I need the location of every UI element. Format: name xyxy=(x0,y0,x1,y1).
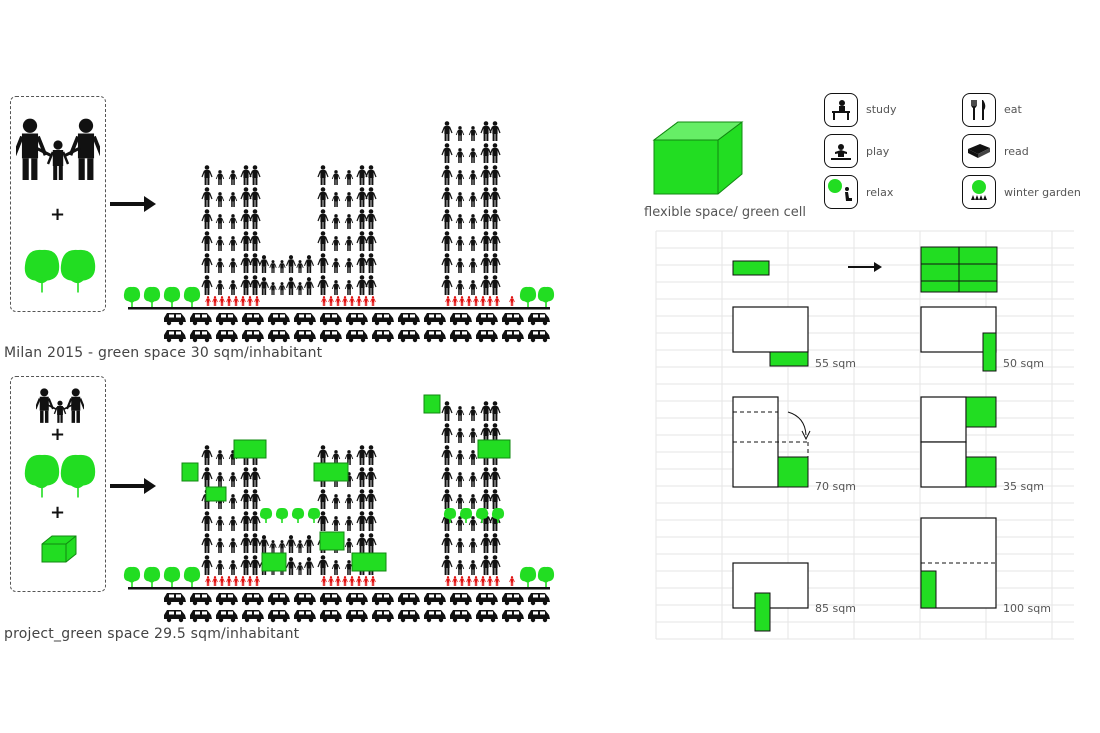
activity-label-eat: eat xyxy=(1004,103,1022,116)
configurations-panel xyxy=(655,230,1074,640)
legend-box-top xyxy=(10,96,106,312)
activity-label-study: study xyxy=(866,103,897,116)
config-area-label: 55 sqm xyxy=(815,357,856,370)
family-icon-small xyxy=(36,388,84,423)
fork-knife-icon xyxy=(962,93,996,127)
config-area-label: 100 sqm xyxy=(1003,602,1051,615)
family-icon-large xyxy=(16,118,100,180)
legend-box-bottom xyxy=(10,376,106,592)
activity-label-winter-garden: winter garden xyxy=(1004,186,1081,199)
city-diagram-bottom xyxy=(123,394,555,623)
config-area-label: 50 sqm xyxy=(1003,357,1044,370)
relax-tree-icon xyxy=(824,175,858,209)
trees-icon xyxy=(24,454,96,498)
plus-sign: + xyxy=(50,502,66,523)
winter-garden-icon xyxy=(962,175,996,209)
config-area-label: 35 sqm xyxy=(1003,480,1044,493)
activity-label-relax: relax xyxy=(866,186,894,199)
trees-icon xyxy=(24,249,96,293)
green-cell-icon-small xyxy=(41,535,77,563)
study-desk-icon xyxy=(824,93,858,127)
activity-label-read: read xyxy=(1004,145,1029,158)
arrow-right-icon xyxy=(110,196,156,212)
config-area-label: 85 sqm xyxy=(815,602,856,615)
activity-label-play: play xyxy=(866,145,890,158)
flexible-space-label: flexible space/ green cell xyxy=(644,205,806,220)
city-diagram-top xyxy=(123,121,555,343)
green-cell-3d-icon xyxy=(652,121,744,195)
plus-sign: + xyxy=(50,204,66,225)
caption-bottom: project_green space 29.5 sqm/inhabitant xyxy=(4,626,300,642)
config-area-label: 70 sqm xyxy=(815,480,856,493)
play-child-icon xyxy=(824,134,858,168)
arrow-right-icon xyxy=(110,478,156,494)
plus-sign: + xyxy=(50,424,66,445)
caption-top: Milan 2015 - green space 30 sqm/inhabita… xyxy=(4,345,323,361)
book-icon xyxy=(962,134,996,168)
